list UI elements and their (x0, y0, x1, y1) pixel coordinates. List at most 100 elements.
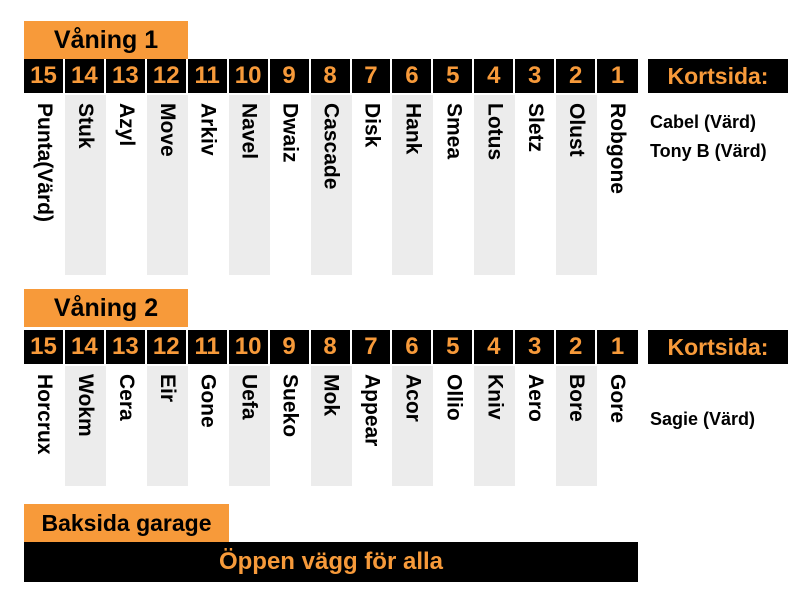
short-side-name: Cabel (Värd) (650, 112, 757, 132)
spot-column: Disk (351, 95, 393, 275)
spot-number: 11 (187, 59, 229, 93)
spot-number: 15 (24, 59, 65, 93)
spot-name: Horcrux (32, 374, 56, 455)
garage-banner: Öppen vägg för alla (24, 542, 638, 582)
floor-1-short-side-names: Cabel (Värd) Tony B (Värd) (650, 108, 810, 166)
spot-number: 10 (228, 59, 270, 93)
spot-name: Acor (401, 374, 425, 422)
spot-column: Smea (433, 95, 475, 275)
spot-name: Appear (360, 374, 384, 447)
spot-column: Lotus (474, 95, 516, 275)
spot-column: Cera (105, 366, 147, 486)
spot-number: 14 (64, 330, 106, 364)
floor-2-short-side-names: Sagie (Värd) (650, 405, 810, 434)
spot-number: 7 (351, 330, 393, 364)
spot-number: 1 (597, 59, 639, 93)
spot-column: Aero (515, 366, 557, 486)
spot-number: 2 (556, 330, 598, 364)
spot-number: 8 (310, 59, 352, 93)
spot-name: Kniv (483, 374, 507, 420)
spot-name: Mok (319, 374, 343, 416)
spot-name: Wokm (73, 374, 97, 437)
floor-1-short-side-label: Kortsida: (648, 59, 788, 93)
spot-column: Sueko (269, 366, 311, 486)
spot-name: Cera (114, 374, 138, 421)
spot-name: Stuk (73, 103, 97, 149)
spot-number: 2 (556, 59, 598, 93)
spot-number: 3 (515, 59, 557, 93)
spot-column: Olust (556, 95, 598, 275)
spot-name: Navel (237, 103, 261, 160)
spot-number: 6 (392, 59, 434, 93)
spot-column: Dwaiz (269, 95, 311, 275)
spot-number: 12 (146, 330, 188, 364)
spot-number: 15 (24, 330, 65, 364)
spot-name: Sletz (524, 103, 548, 153)
spot-name: Cascade (319, 103, 343, 190)
spot-column: Wokm (64, 366, 106, 486)
spot-name: Move (155, 103, 179, 157)
spot-column: Move (146, 95, 188, 275)
spot-name: Uefa (237, 374, 261, 420)
spot-name: Gone (196, 374, 220, 428)
spot-column: Mok (310, 366, 352, 486)
spot-number: 4 (474, 330, 516, 364)
spot-name: Bore (565, 374, 589, 422)
spot-number: 14 (64, 59, 106, 93)
spot-name: Disk (360, 103, 384, 148)
spot-name: Azyl (114, 103, 138, 147)
short-side-name: Sagie (Värd) (650, 409, 756, 429)
spot-column: Robgone (597, 95, 639, 275)
spot-number: 8 (310, 330, 352, 364)
spot-column: Kniv (474, 366, 516, 486)
spot-column: Gore (597, 366, 639, 486)
spot-name: Olust (565, 103, 589, 157)
spot-name: Robgone (606, 103, 630, 194)
spot-column: Punta(Värd) (24, 95, 65, 275)
spot-column: Appear (351, 366, 393, 486)
floor-2-title: Våning 2 (24, 289, 188, 327)
spot-number: 10 (228, 330, 270, 364)
spot-number: 9 (269, 59, 311, 93)
spot-number: 1 (597, 330, 639, 364)
spot-name: Punta(Värd) (32, 103, 56, 223)
floor-1-title: Våning 1 (24, 21, 188, 59)
spot-column: Cascade (310, 95, 352, 275)
spot-number: 11 (187, 330, 229, 364)
spot-name: Aero (524, 374, 548, 422)
spot-number: 5 (433, 59, 475, 93)
floor-2-name-row: Horcrux Wokm Cera Eir Gone Uefa Sueko Mok Appear… (24, 366, 639, 486)
floor-2-short-side-label: Kortsida: (648, 330, 788, 364)
garage-title: Baksida garage (24, 504, 229, 542)
spot-name: Hank (401, 103, 425, 155)
spot-number: 13 (105, 330, 147, 364)
spot-column: Arkiv (187, 95, 229, 275)
spot-number: 9 (269, 330, 311, 364)
spot-column: Bore (556, 366, 598, 486)
spot-column: Azyl (105, 95, 147, 275)
spot-column: Stuk (64, 95, 106, 275)
spot-column: Hank (392, 95, 434, 275)
spot-number: 7 (351, 59, 393, 93)
spot-name: Dwaiz (278, 103, 302, 163)
spot-number: 6 (392, 330, 434, 364)
spot-name: Ollio (442, 374, 466, 421)
spot-column: Ollio (433, 366, 475, 486)
spot-number: 4 (474, 59, 516, 93)
spot-number: 13 (105, 59, 147, 93)
spot-column: Eir (146, 366, 188, 486)
spot-number: 12 (146, 59, 188, 93)
spot-number: 3 (515, 330, 557, 364)
spot-name: Smea (442, 103, 466, 160)
spot-name: Lotus (483, 103, 507, 161)
spot-number: 5 (433, 330, 475, 364)
spot-column: Gone (187, 366, 229, 486)
floor-1-name-row: Punta(Värd) Stuk Azyl Move Arkiv Navel Dwaiz Ca… (24, 95, 639, 275)
spot-column: Sletz (515, 95, 557, 275)
spot-column: Navel (228, 95, 270, 275)
spot-name: Gore (606, 374, 630, 424)
spot-name: Eir (155, 374, 179, 403)
spot-column: Acor (392, 366, 434, 486)
